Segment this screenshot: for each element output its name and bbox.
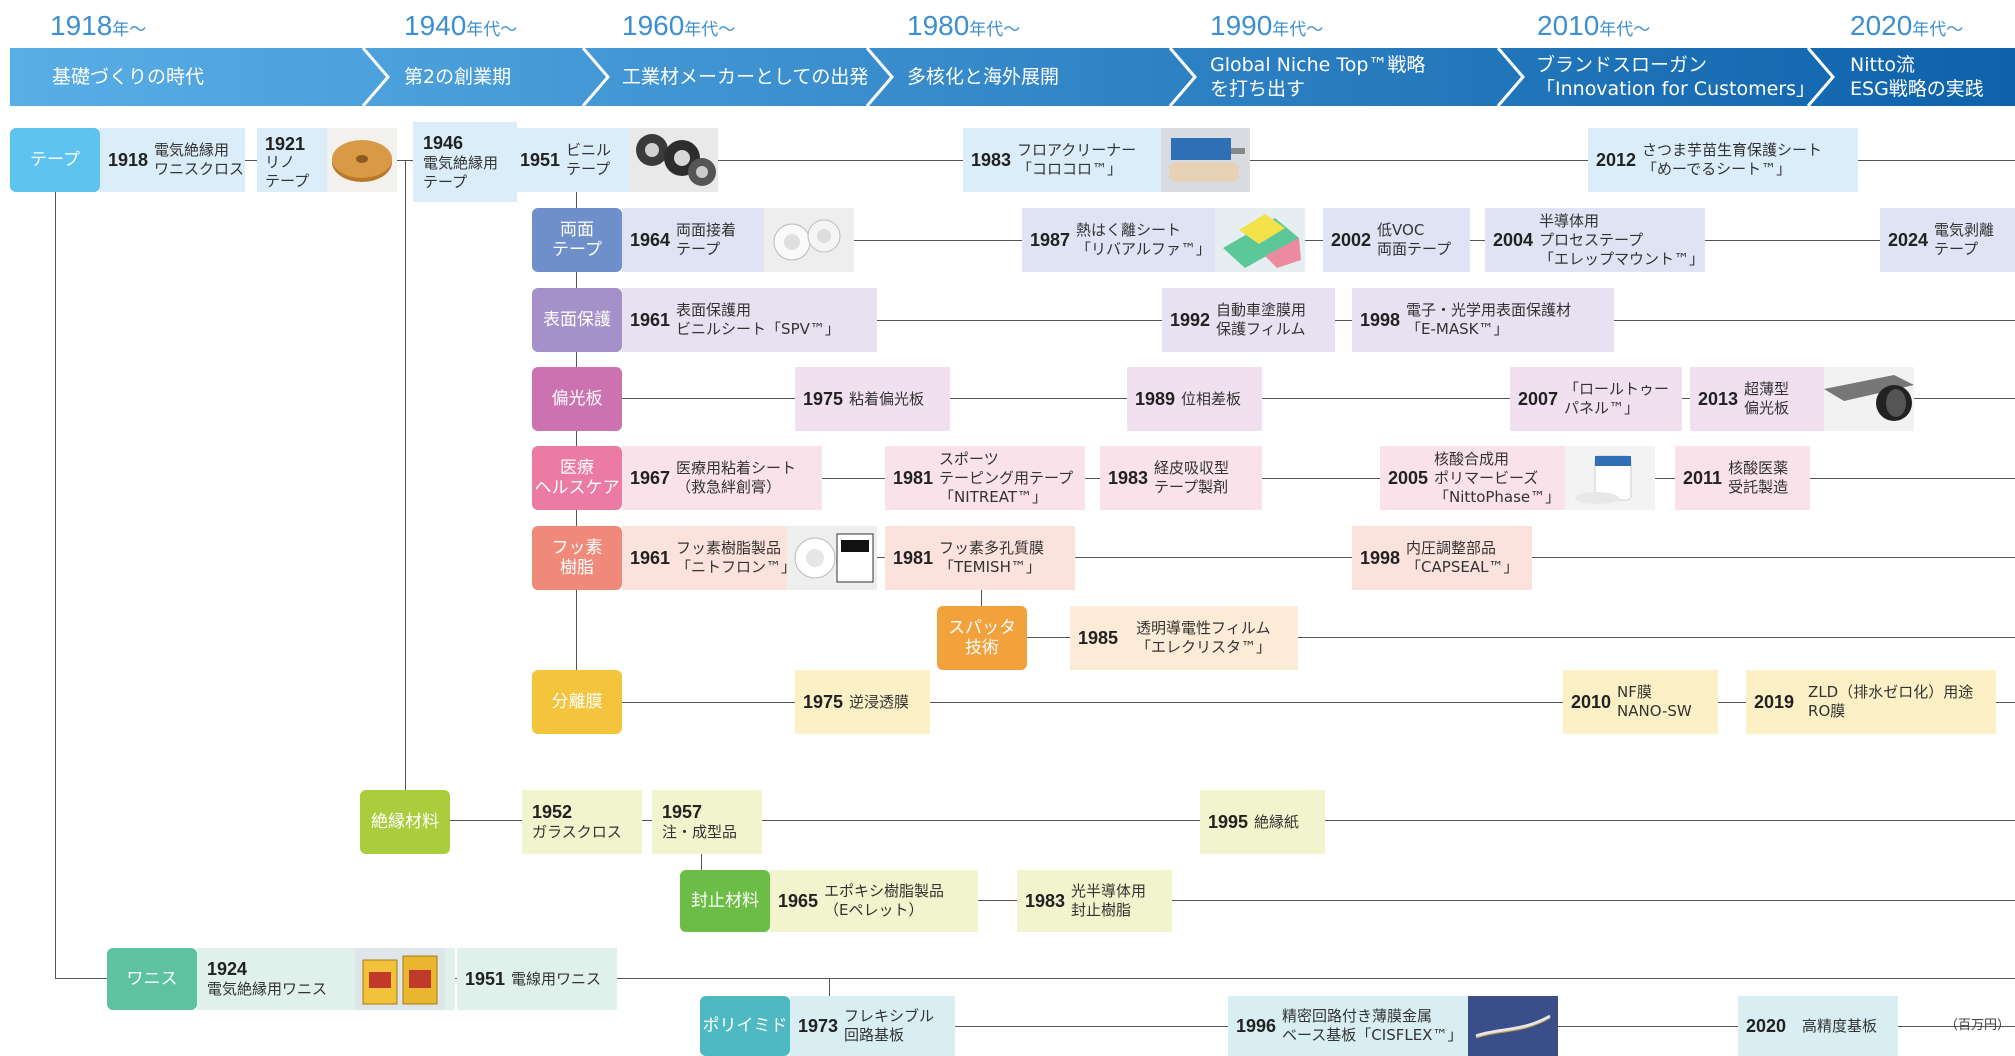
unit-label: （百万円） (1945, 1018, 2011, 1033)
era-year-2010: 2010年代～ (1537, 10, 1651, 41)
era-year-1980: 1980年代～ (907, 10, 1021, 41)
category-node-membrane: 分離膜 (532, 670, 622, 734)
era-year-1918: 1918年～ (50, 10, 147, 41)
era-year-1960: 1960年代～ (622, 10, 736, 41)
era-year-1990: 1990年代～ (1210, 10, 1324, 41)
product-photo-cisflex (1468, 996, 1558, 1056)
category-node-polyimide: ポリイミド (700, 996, 790, 1056)
product-photo-nittophase (1565, 446, 1655, 510)
era-divider (1806, 48, 1835, 106)
era-divider (1168, 48, 1197, 106)
era-divider (361, 48, 390, 106)
era-divider (581, 48, 610, 106)
product-photo-nitoflon (787, 526, 877, 590)
era-band (10, 48, 2015, 106)
category-node-medical: 医療 ヘルスケア (532, 446, 622, 510)
connector (620, 240, 2015, 241)
era-label-1940: 第2の創業期 (404, 66, 512, 88)
era-divider (865, 48, 894, 106)
category-node-sputter: スパッタ 技術 (937, 606, 1027, 670)
connector (55, 978, 2015, 979)
connector (620, 398, 2015, 399)
category-node-fluororesin: フッ素 樹脂 (532, 526, 622, 590)
product-photo-vinyl-tape (630, 128, 718, 192)
era-label-1960: 工業材メーカーとしての出発 (622, 66, 869, 88)
category-node-encapsulant: 封止材料 (680, 870, 770, 932)
era-label-2010: ブランドスローガン「Innovation for Customers」 (1536, 54, 1815, 100)
event-tape-1921: 1921 リノ テープ (257, 128, 397, 192)
event-polarizer-2007: 2007「ロールトゥー パネル™」 (1510, 367, 1682, 431)
era-year-1940: 1940年代～ (404, 10, 518, 41)
product-photo-revalpha (1215, 208, 1305, 272)
connector (620, 557, 2015, 558)
connector (55, 190, 56, 978)
product-photo-lino-tape (327, 128, 397, 192)
product-photo-varnish-can (355, 948, 445, 1010)
category-node-varnish: ワニス (107, 948, 197, 1010)
era-label-1980: 多核化と海外展開 (907, 66, 1060, 88)
connector (780, 900, 2015, 901)
connector (405, 160, 406, 790)
product-photo-thin-polarizer (1824, 367, 1914, 431)
era-label-1918: 基礎づくりの時代 (52, 66, 205, 88)
category-node-double-sided-tape: 両面 テープ (532, 208, 622, 272)
category-node-surface-protection: 表面保護 (532, 288, 622, 352)
connector (829, 978, 830, 996)
product-photo-double-sided-tape (764, 208, 854, 272)
connector (1025, 637, 2015, 638)
product-photo-korokoro (1161, 128, 1250, 192)
connector (981, 590, 982, 612)
connector (620, 478, 2015, 479)
era-divider (1496, 48, 1525, 106)
category-node-insulation: 絶縁材料 (360, 790, 450, 854)
era-year-2020: 2020年代～ (1850, 10, 1964, 41)
category-node-polarizer: 偏光板 (532, 367, 622, 431)
connector (620, 702, 2015, 703)
era-label-1990: Global Niche Top™戦略を打ち出す (1210, 54, 1426, 100)
category-node-tape: テープ (10, 128, 100, 192)
